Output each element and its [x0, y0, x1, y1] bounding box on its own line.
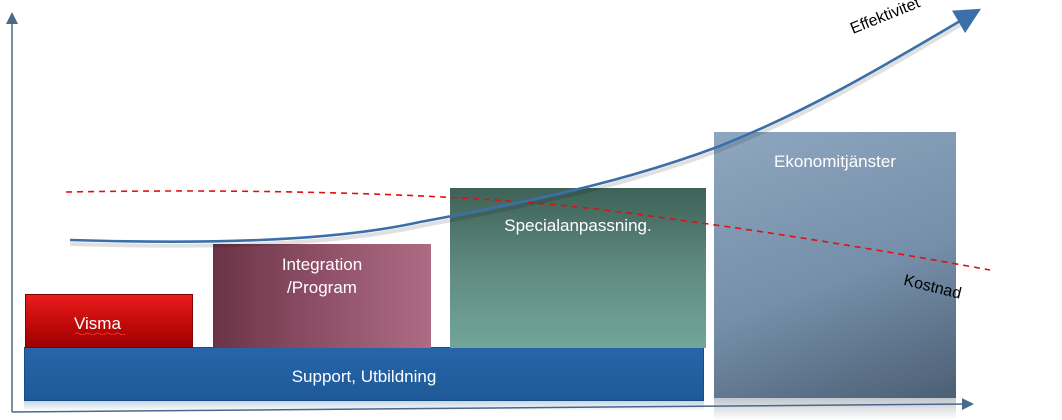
special-label: Specialanpassning. [504, 216, 652, 235]
special-box: Specialanpassning. [450, 188, 706, 348]
kostnad-line [65, 190, 991, 271]
visma-box: Visma [25, 294, 193, 348]
ekonomi-label: Ekonomitjänster [774, 152, 896, 171]
visma-label: Visma [74, 314, 121, 333]
support-label: Support, Utbildning [291, 367, 437, 386]
x-axis [11, 398, 974, 413]
spellcheck-underline [75, 332, 125, 335]
integration-box: Integration /Program [213, 244, 431, 348]
effektivitet-line [69, 8, 981, 243]
integration-label: Integration /Program [281, 255, 363, 297]
ekonomi-box: Ekonomitjänster [714, 132, 956, 398]
effektivitet-shadow [69, 16, 974, 248]
